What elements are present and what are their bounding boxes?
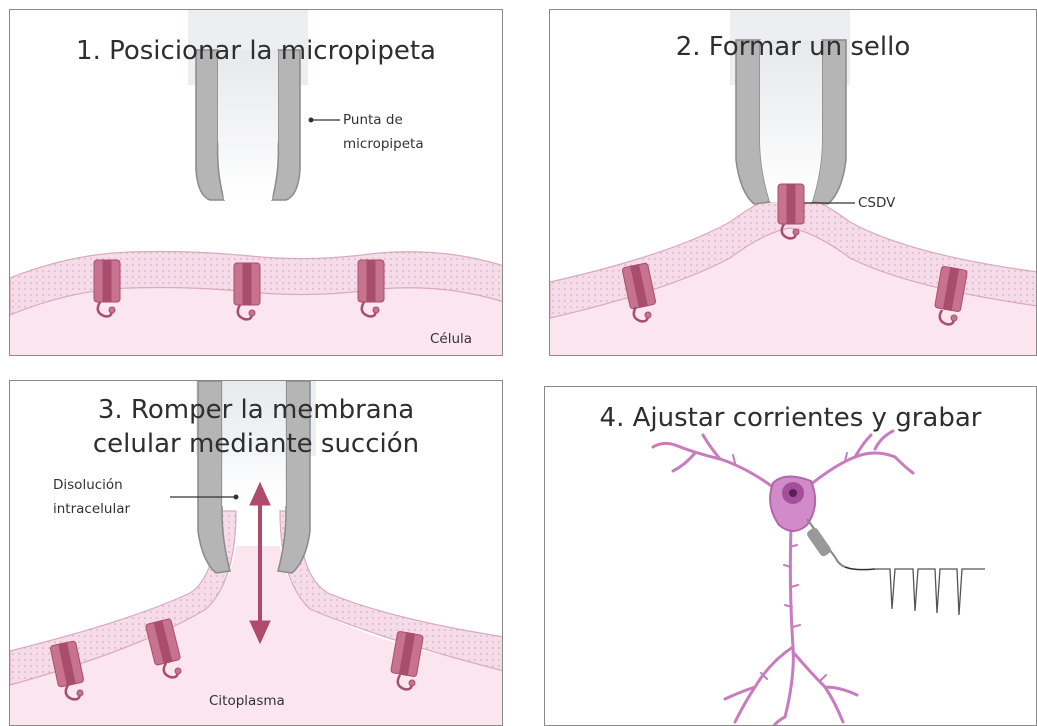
panel-step-3: 3. Romper la membrana celular mediante s… [9, 380, 503, 726]
panel-step-2: 2. Formar un sello CSDV [549, 9, 1037, 356]
current-trace [875, 569, 985, 615]
step-3-title-line1: 3. Romper la membrana [10, 393, 502, 427]
solution-label-line2: intracelular [53, 499, 130, 519]
step-1-title: 1. Posicionar la micropipeta [10, 34, 502, 68]
cell-label: Célula [430, 329, 472, 349]
cytoplasm-label: Citoplasma [209, 691, 285, 711]
panel-step-1: 1. Posicionar la micropipeta Punta de mi… [9, 9, 503, 356]
tip-label-line2: micropipeta [343, 134, 424, 154]
step-4-title: 4. Ajustar corrientes y grabar [545, 401, 1036, 435]
neuron [653, 431, 913, 726]
tip-label-line1: Punta de [343, 110, 403, 130]
solution-label-line1: Disolución [53, 475, 123, 495]
channel-label: CSDV [858, 193, 895, 213]
neuron-recording-illustration [545, 387, 1037, 726]
recording-electrode [805, 519, 875, 570]
panel-step-4: 4. Ajustar corrientes y grabar [544, 386, 1037, 726]
step-3-title-line2: celular mediante succión [10, 427, 502, 461]
step-2-title: 2. Formar un sello [550, 30, 1036, 64]
